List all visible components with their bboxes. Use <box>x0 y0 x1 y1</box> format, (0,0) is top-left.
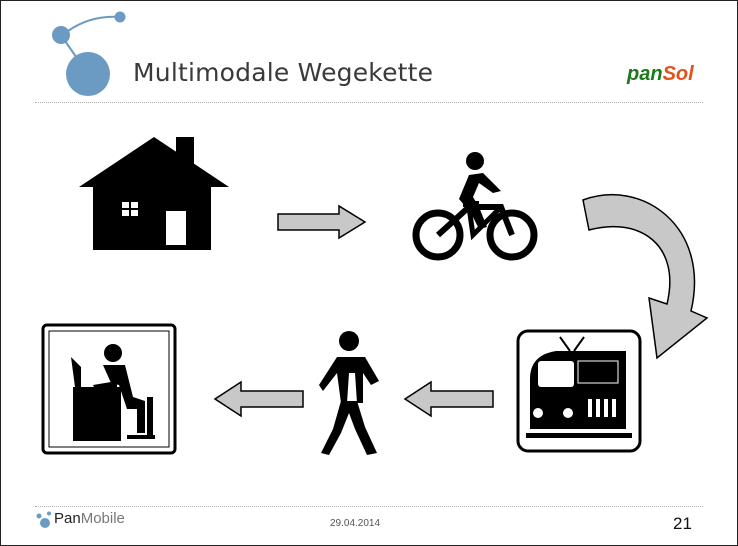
brand-part-pan: pan <box>627 63 663 85</box>
footer-brand-part-pan: Pan <box>54 510 81 527</box>
office-worker-icon <box>41 323 177 455</box>
curved-arrow-icon <box>582 194 709 360</box>
brand-logo: panSol <box>627 63 694 86</box>
logo-bubbles-icon <box>52 11 126 96</box>
house-icon <box>79 137 229 250</box>
footer-logo-icon <box>36 511 51 528</box>
header-divider <box>35 102 703 103</box>
footer-divider <box>35 506 703 507</box>
train-icon <box>516 329 642 453</box>
slide-title: Multimodale Wegekette <box>133 58 434 87</box>
pedestrian-icon <box>319 331 379 455</box>
arrow-left-icon <box>213 380 304 418</box>
arrow-right-icon <box>277 204 367 240</box>
arrow-left-icon <box>403 380 494 418</box>
footer-brand: PanMobile <box>54 510 125 527</box>
brand-part-sol: Sol <box>662 63 694 85</box>
page-number: 21 <box>673 514 692 533</box>
bicycle-icon <box>412 152 538 261</box>
footer-brand-part-mobile: Mobile <box>80 510 125 527</box>
slide-date: 29.04.2014 <box>330 518 381 529</box>
